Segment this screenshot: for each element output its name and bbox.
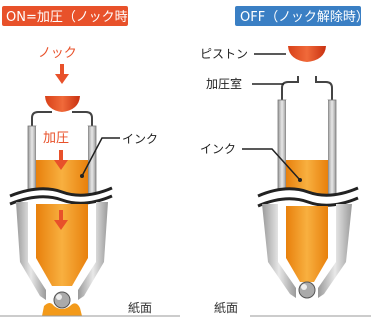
piston-cap bbox=[45, 96, 80, 112]
on-badge bbox=[2, 6, 128, 26]
pen-tip-body-right bbox=[262, 204, 296, 298]
left-panel: ON=加圧（ノック時） ノック 加圧 bbox=[0, 6, 180, 317]
pressure-arrow-lower-icon bbox=[54, 210, 68, 230]
ball-tip-right bbox=[298, 281, 316, 299]
pressure-arrow-icon bbox=[54, 150, 68, 170]
pressure-label: 加圧 bbox=[43, 131, 69, 146]
knock-label: ノック bbox=[38, 46, 77, 61]
ink-label-left: インク bbox=[122, 132, 158, 146]
right-panel: OFF（ノック解除時） ピストン 加圧室 インク 紙面 bbox=[200, 6, 371, 317]
pressure-chamber bbox=[31, 111, 93, 128]
pen-tip-body-left bbox=[16, 202, 46, 300]
chamber-label: 加圧室 bbox=[206, 76, 242, 91]
break-line-right bbox=[257, 186, 359, 198]
paper-label-left: 紙面 bbox=[128, 300, 152, 315]
ink-left-lower bbox=[36, 204, 88, 286]
ink-right-lower bbox=[286, 206, 328, 282]
piston-cap-right bbox=[288, 46, 326, 62]
ball-tip-left bbox=[53, 291, 71, 309]
off-badge-text: OFF（ノック解除時） bbox=[240, 10, 369, 25]
pressure-chamber-right bbox=[281, 76, 333, 102]
off-badge bbox=[235, 6, 361, 26]
knock-arrow-icon bbox=[55, 64, 69, 84]
ink-label-right: インク bbox=[200, 142, 236, 156]
break-line-left bbox=[10, 188, 112, 204]
piston-label: ピストン bbox=[200, 47, 248, 61]
ink-splash bbox=[42, 303, 82, 316]
paper-label-right: 紙面 bbox=[214, 300, 238, 315]
on-badge-text: ON=加圧（ノック時） bbox=[6, 10, 141, 25]
